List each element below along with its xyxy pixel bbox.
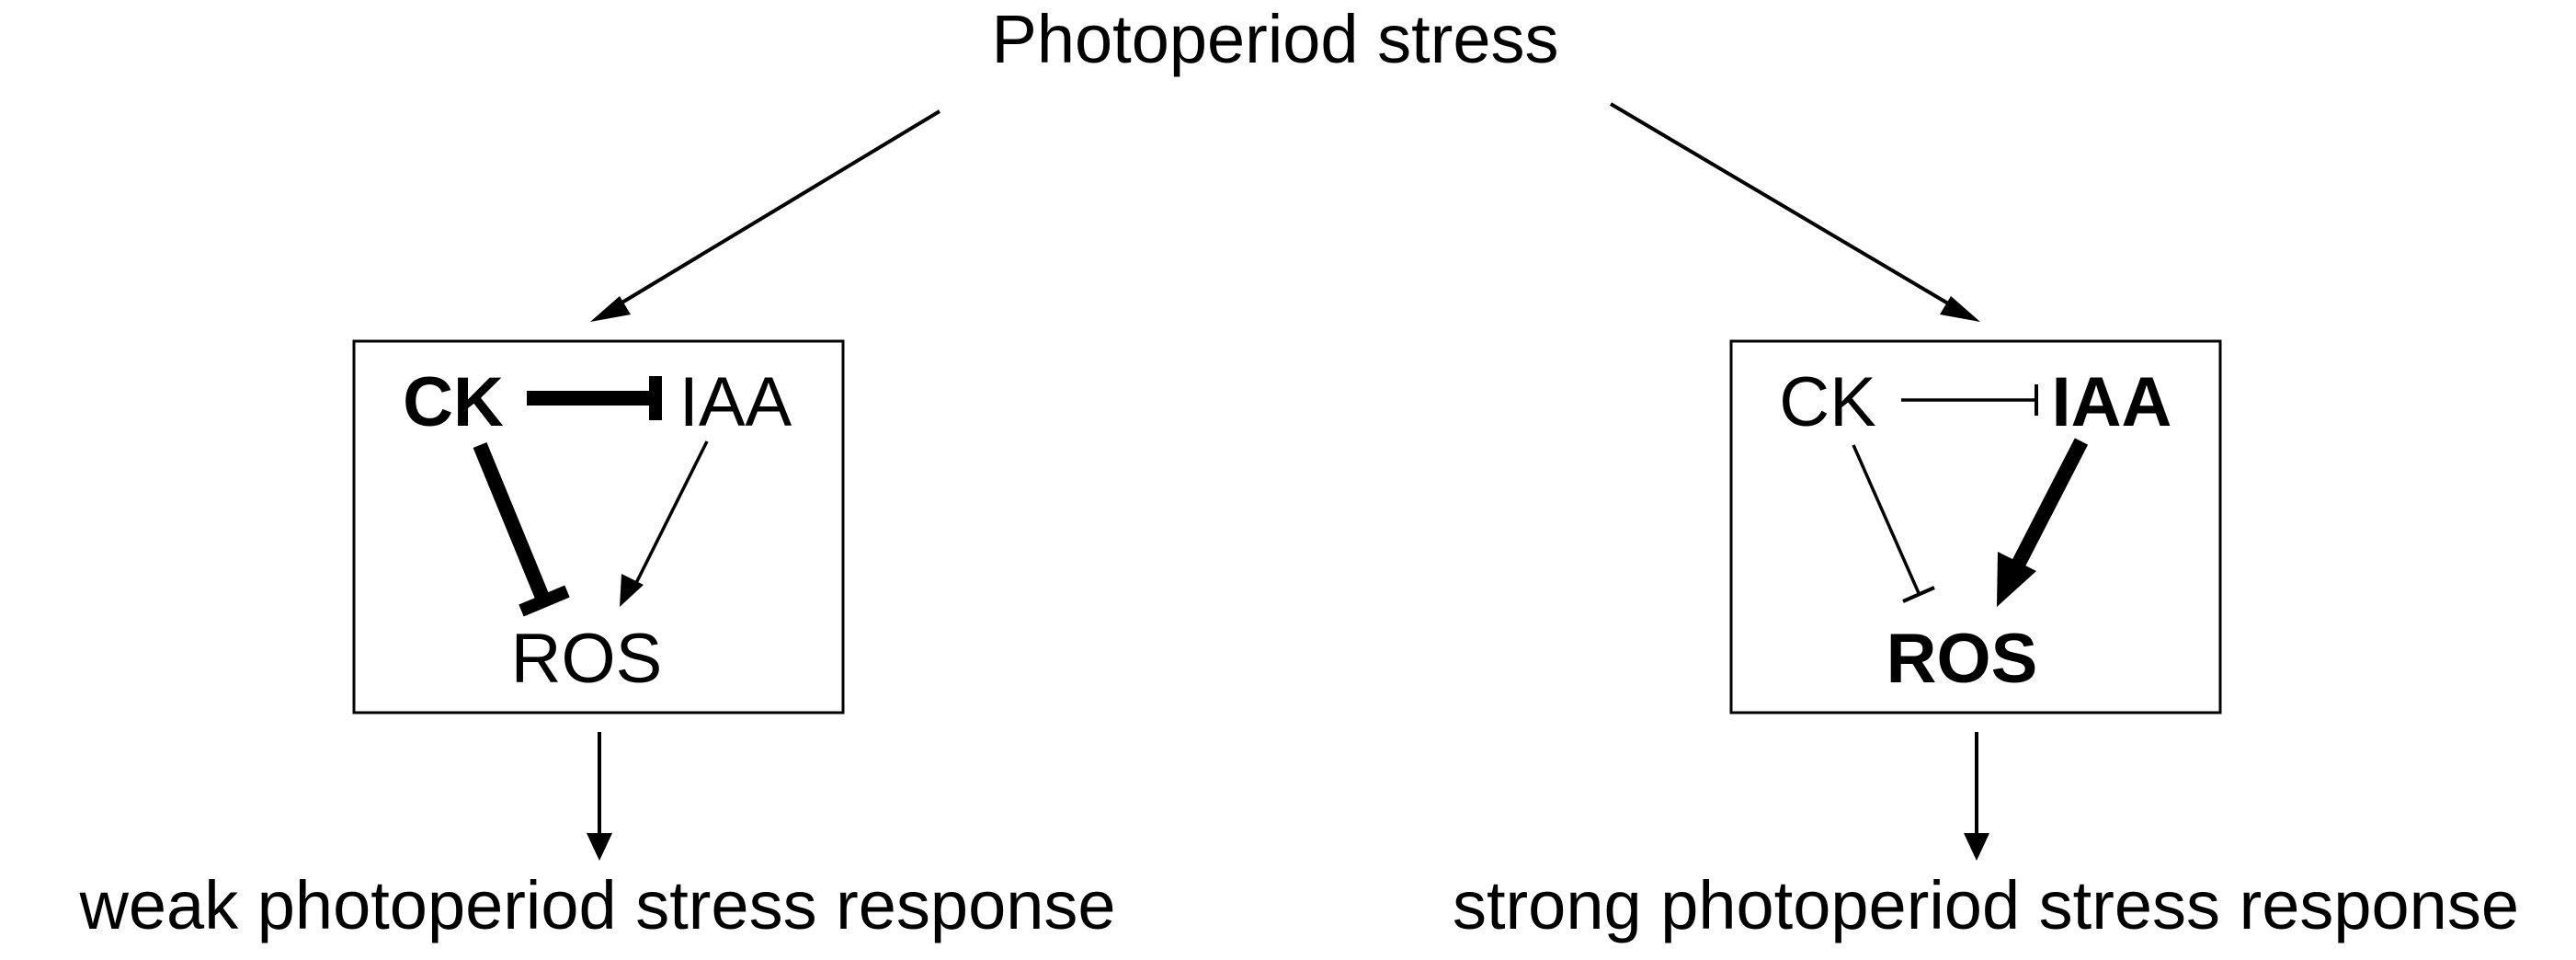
left-iaa-activates-ros-head [620,574,644,607]
left-ck-inhibits-ros [473,441,551,603]
left-outcome-label: weak photoperiod stress response [78,867,1115,943]
left-panel: CK IAA ROS weak photoperiod stress respo… [78,339,1116,943]
right-ck-label: CK [1779,363,1876,441]
left-panel-box [352,339,845,714]
left-iaa-label: IAA [679,363,792,441]
left-ck-label: CK [403,363,504,441]
arrowhead-to-right-panel [1940,296,1980,322]
arrow-to-right-panel [1609,102,1955,308]
right-iaa-activates-ros [2010,438,2089,570]
right-iaa-label: IAA [2052,363,2172,441]
right-down-arrowhead [1964,833,1989,861]
left-ck-inhibits-ros-bar [519,585,570,617]
arrow-to-left-panel [614,109,941,308]
right-panel-box [1729,339,2222,714]
right-panel: CK IAA ROS strong photoperiod stress res… [1453,339,2519,943]
left-iaa-activates-ros [633,440,709,588]
right-iaa-activates-ros-head [1997,552,2036,607]
arrowhead-to-left-panel [590,296,631,322]
left-down-arrowhead [587,833,612,861]
right-outcome-label: strong photoperiod stress response [1453,867,2519,943]
right-ck-inhibits-ros [1852,444,1921,594]
diagram-title: Photoperiod stress [991,1,1558,77]
right-ck-inhibits-ros-bar [1902,586,1935,603]
left-ros-label: ROS [511,620,663,698]
right-ros-label: ROS [1886,620,2038,698]
